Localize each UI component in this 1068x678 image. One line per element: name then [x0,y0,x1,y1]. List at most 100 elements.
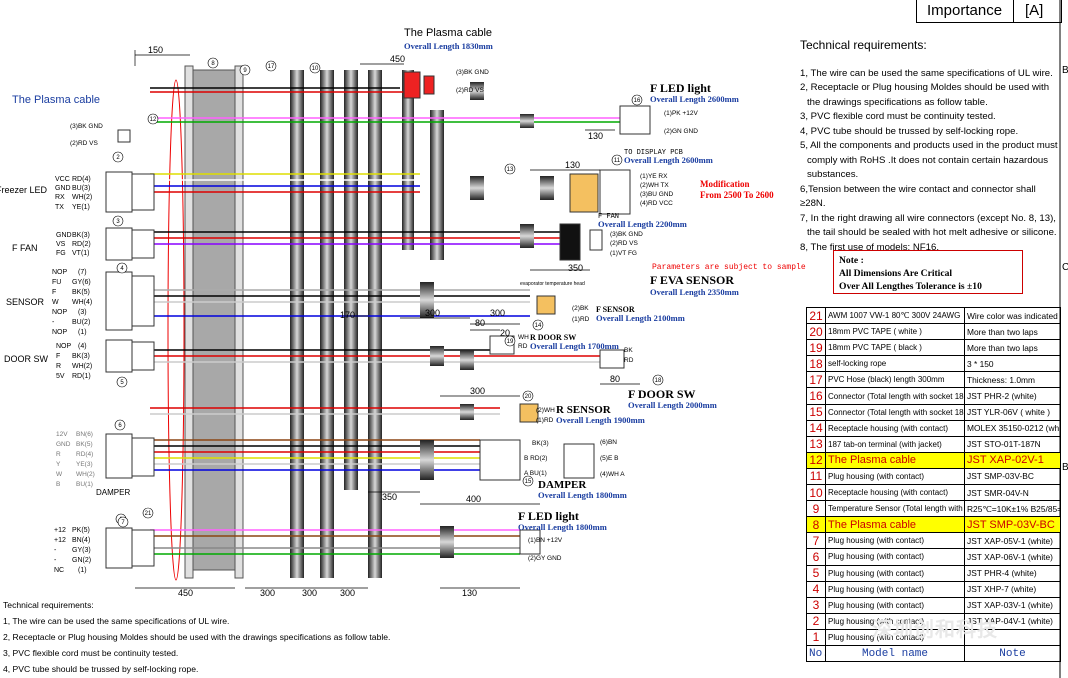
bom-no: 3 [806,596,826,614]
balloon-number: 3 [116,219,120,225]
bom-no: 15 [806,403,826,421]
label-display-len: Overall Length 2600mm [624,155,713,165]
pin-no: (3) [78,309,87,316]
callout-balloons: 123456789101112131415161718192021 [112,57,664,528]
tape-ellipse [167,79,185,581]
bom-note: JST PHR-2 (white) [964,387,1061,405]
pin-name: 12V [56,431,68,438]
label-door-sw-left: DOOR SW [4,354,49,364]
label-feva-len: Overall Length 2350mm [650,287,739,297]
bom-model: Plug housing (with contact) [825,596,965,614]
pin-name: F [52,289,56,296]
balloon-circle [112,215,124,227]
tech-bottom-item: 2, Receptacle or Plug housing Moldes sho… [3,632,391,642]
dim-80: 80 [610,374,620,384]
pin-label: (4)RD VCC [640,200,673,207]
balloon-circle [207,57,219,69]
pin-name: - [52,319,55,326]
dim-130: 130 [588,131,603,141]
balloon-number: 17 [268,64,275,70]
bom-model: Connector (Total length with socket 1800… [825,403,965,421]
bom-model: Plug housing (with contact) [825,548,965,566]
led-left-pins: +12 +12 - - NC PK(5) BN(4) GY(3) GN(2) (… [54,527,91,574]
bom-no: 6 [806,548,826,566]
pin-no: RD(4) [76,451,93,458]
pin-no: YE(1) [72,204,90,211]
pin-no: WH(2) [72,194,92,201]
pin-name: TX [55,204,64,211]
bom-model: Receptacle housing (with contact) [825,419,965,437]
label-rsensor-len: Overall Length 1900mm [556,415,645,425]
right-connectors [403,71,651,555]
bom-note: JST XHP-7 (white) [964,580,1061,598]
tech-item: 2, Receptacle or Plug housing Moldes sho… [800,82,1050,93]
bom-model: Plug housing (with contact) [825,467,965,486]
pin-no: GY(3) [72,547,91,554]
label-fled-bot-len: Overall Length 1800mm [518,522,607,532]
pin-name: R [56,363,61,370]
dim-300: 300 [260,588,275,598]
bom-no: 13 [806,435,826,453]
balloon-number: 18 [655,378,662,384]
balloon-circle [522,475,534,487]
note-line: All Dimensions Are Critical [839,268,953,279]
pin-label: A BU(1) [524,470,547,477]
pin-name: +12 [54,527,66,534]
balloon-number: 20 [525,394,532,400]
pin-label: (3)BK GND [70,123,103,130]
balloon-number: 4 [120,266,124,272]
balloon-circle [611,154,623,166]
tech-item: substances. [807,169,859,180]
pin-no: BK(3) [72,353,90,360]
tech-item: 6,Tension between the wire contact and c… [800,183,1036,210]
pin-no: WH(4) [72,299,92,306]
frame-letter: B [1062,65,1068,76]
pin-label: (2)WH TX [640,182,669,189]
label-evap-head: evaporator temperature head [520,281,585,287]
dim-20: 20 [500,328,510,338]
bom-model: Connector (Total length with socket 1800… [825,387,965,405]
label-rsensor: R SENSOR [556,404,612,416]
bom-no: 11 [806,467,826,486]
pin-label: (1)BN +12V [528,537,563,544]
pin-label: RD [518,343,528,350]
pin-label: (3)BU GND [640,191,674,198]
bom-no: 14 [806,419,826,437]
pin-label: (2)RD VS [610,240,638,247]
bom-note: MOLEX 35150-0212 (white) [964,419,1061,437]
bom-no: 20 [806,323,826,341]
bom-model: 18mm PVC TAPE ( black ) [825,339,965,357]
bom-note: JST SMP-03V-BC [964,516,1061,534]
dim-130: 130 [462,588,477,598]
pin-no: GN(2) [72,557,91,564]
small-tubes [420,82,554,558]
pin-label: (4)WH A [600,471,625,478]
pin-no: BU(2) [72,319,90,326]
pin-name: GND [56,441,71,448]
pin-no: GY(6) [72,279,91,286]
dim-150: 150 [148,45,163,55]
bom-no: 16 [806,387,826,405]
balloon-circle [532,319,544,331]
balloon-number: 16 [634,98,641,104]
bom-no: 7 [806,532,826,550]
label-modification2: From 2500 To 2600 [700,190,774,200]
note-box: Note : All Dimensions Are Critical Over … [833,250,1023,294]
pin-label: (1)PK +12V [664,110,698,117]
balloon-number: 14 [535,323,542,329]
label-fdoor-len: Overall Length 2000mm [628,400,717,410]
tech-item: 3, PVC flexible cord must be continuity … [800,111,996,122]
dim-130: 130 [565,160,580,170]
pin-label: (5)E B [600,455,618,462]
pin-label: BK(3) [532,440,549,447]
importance-label: Importance [927,2,1003,19]
balloon-number: 19 [507,339,514,345]
bom-model: 18mm PVC TAPE ( white ) [825,323,965,341]
dim-170: 170 [340,310,355,320]
tech-requirements-bottom: Technical requirements: 1, The wire can … [3,597,390,677]
bom-model: 187 tab-on terminal (with jacket) [825,435,965,453]
